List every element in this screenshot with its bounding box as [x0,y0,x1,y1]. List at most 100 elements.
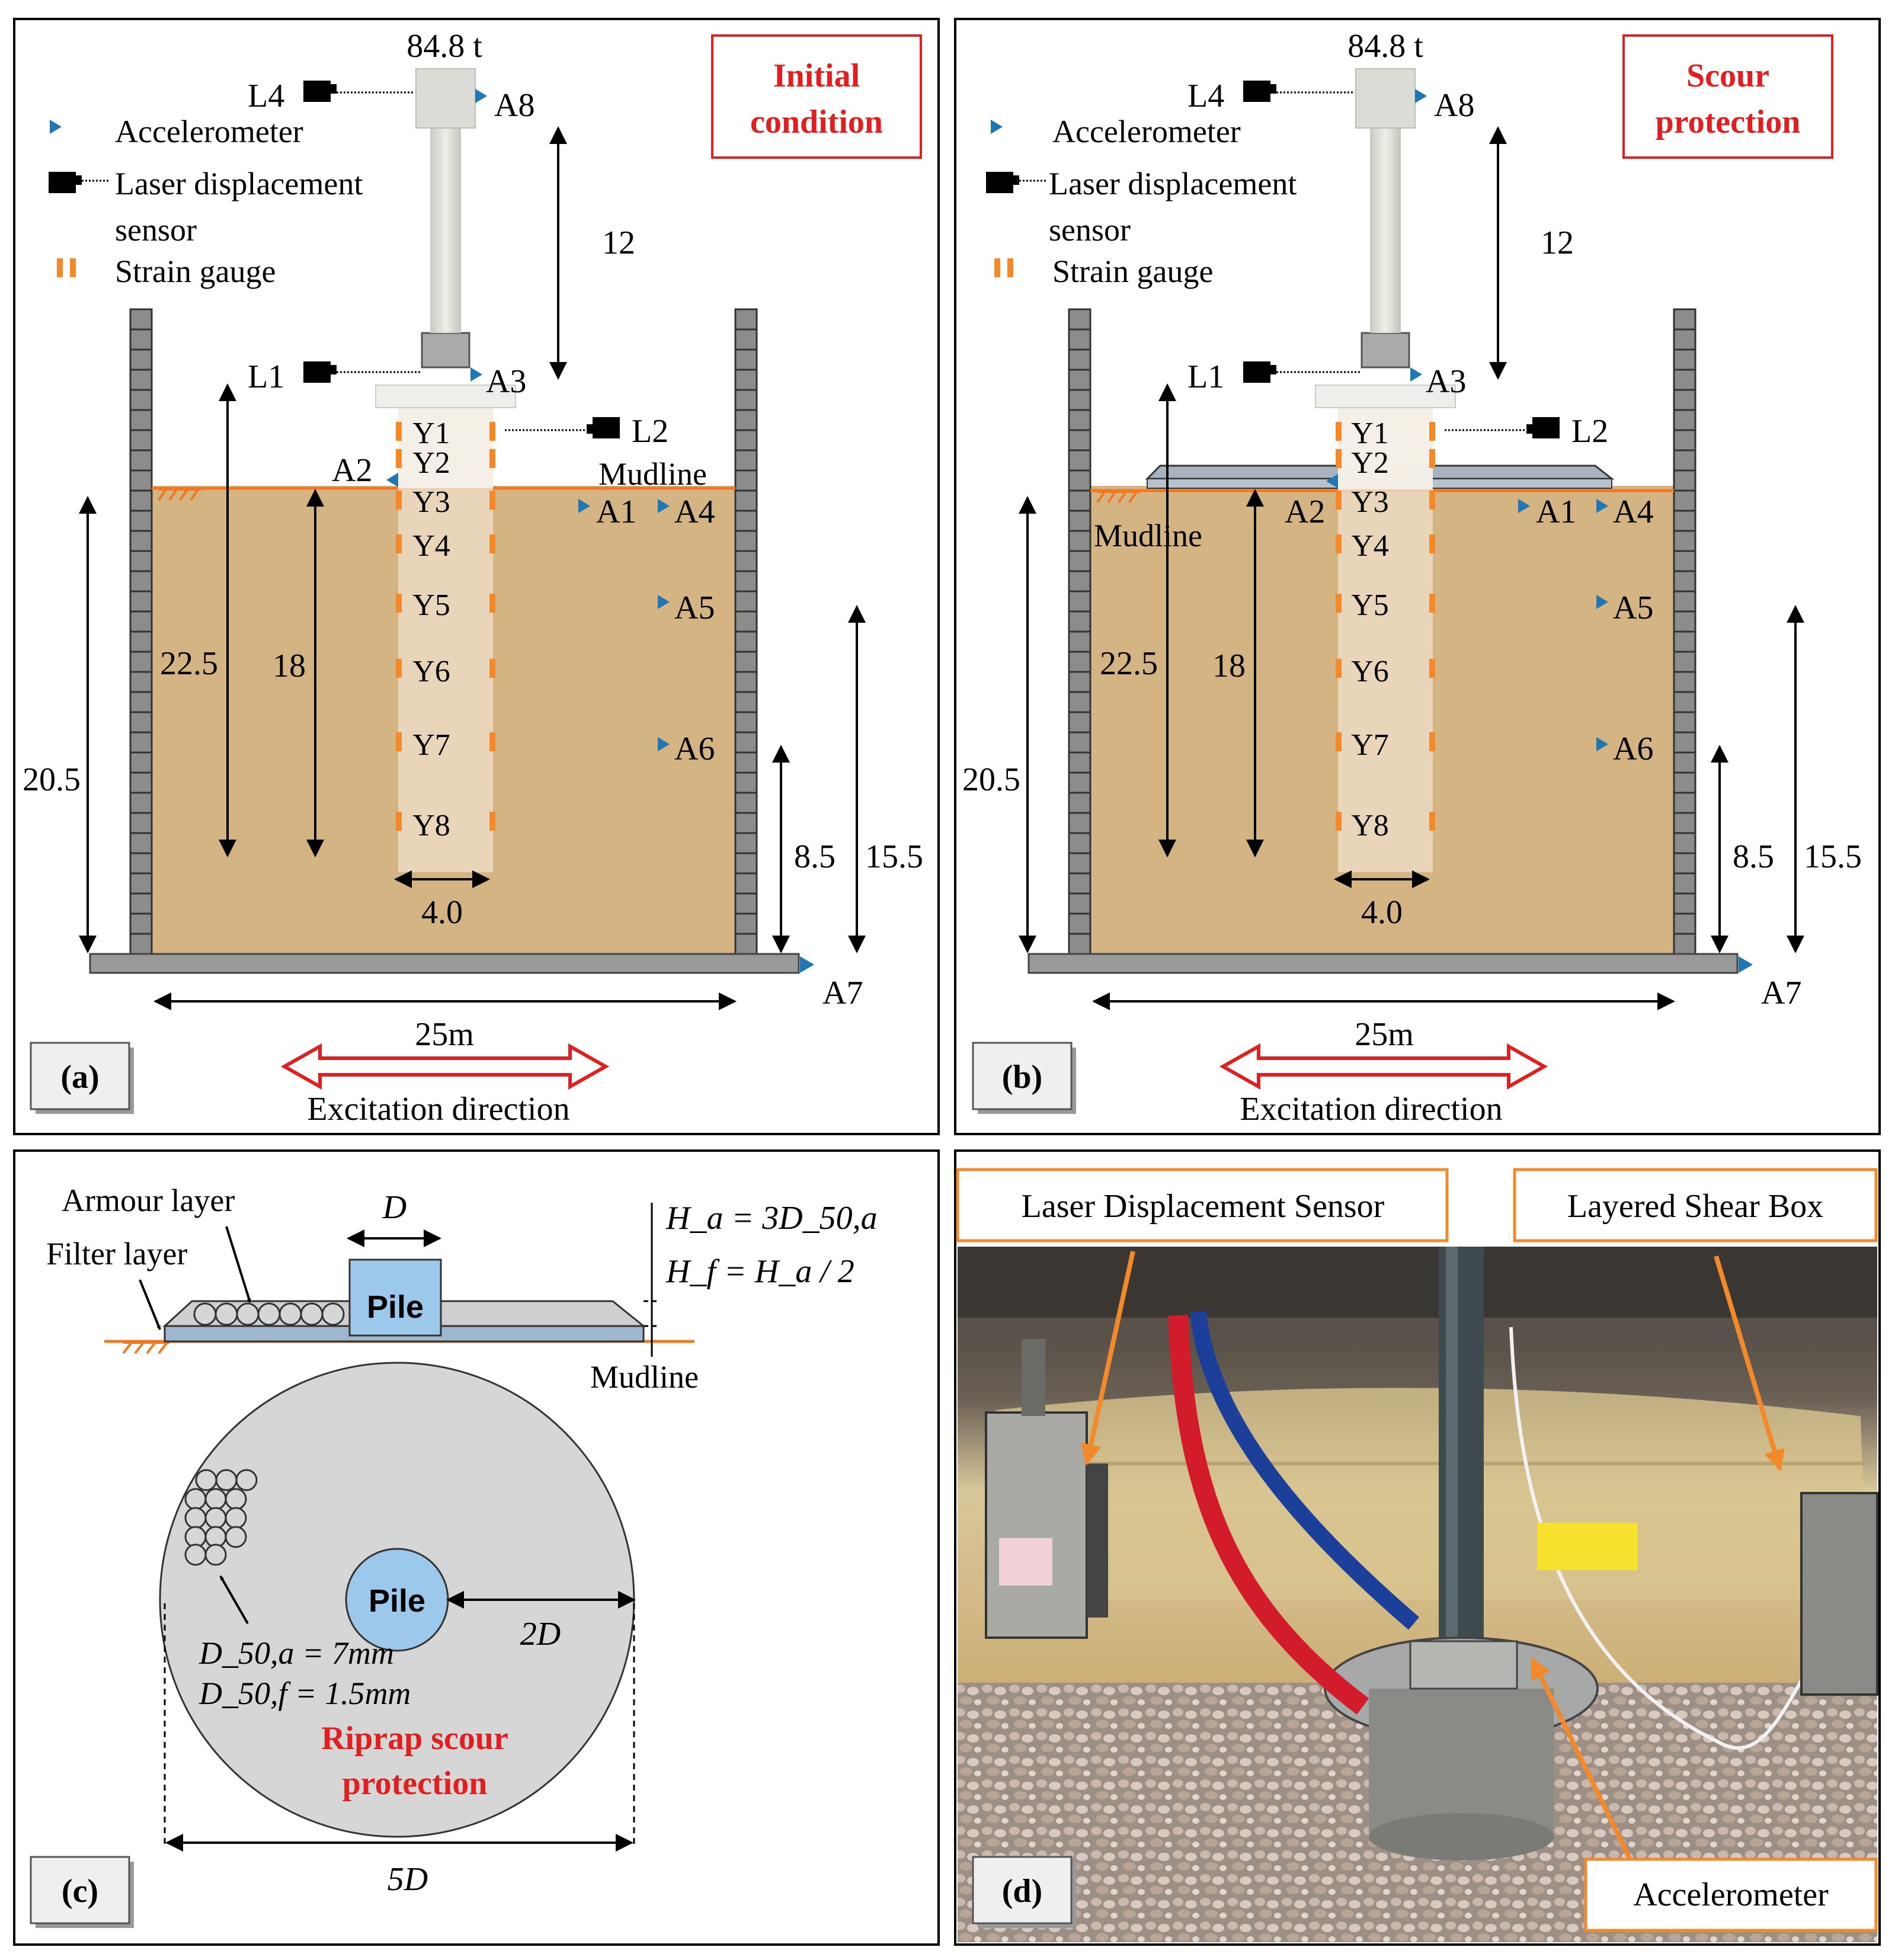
sensor-label-a7: A7 [1761,975,1801,1011]
legend-strain-gauge: Strain gauge [1052,254,1213,289]
accelerometer-legend-icon [991,120,1003,134]
sensor-label-l4: L4 [1187,78,1224,114]
riprap-stone [235,1469,258,1491]
armour-stone [215,1302,238,1326]
excitation-label: Excitation direction [1240,1091,1502,1128]
riprap-stone [184,1488,207,1510]
mass-label: 84.8 t [406,28,482,65]
strain-gauge-mark [1429,812,1435,831]
panel-d-label: (d) [1002,1873,1042,1910]
riprap-stones [184,1469,258,1566]
legend-accelerometer: Accelerometer [115,114,303,149]
laser-callout-arrow [1080,1251,1135,1466]
gauge-label-y4: Y4 [1351,529,1389,563]
mast [1370,124,1401,333]
gauge-label-y8: Y8 [1351,809,1389,843]
strain-gauge-mark [489,534,495,553]
strain-gauge-mark [396,594,402,613]
strain-gauge-mark [1429,732,1435,751]
legend-laser-line2: sensor [115,212,197,248]
legend-laser-line2: sensor [1049,212,1131,248]
riprap-title-line2: protection [342,1765,488,1802]
sensor-label-a4: A4 [1613,494,1653,530]
shear-box-callout-arrow [1714,1255,1785,1472]
accelerometer-a5-icon [658,595,670,609]
armour-layer-label: Armour layer [62,1183,235,1218]
panel-b: Scour protection 84.8 t Accelerometer La… [954,18,1881,1135]
laser-callout-label: Laser Displacement Sensor [1022,1188,1385,1225]
armour-stone [257,1302,281,1326]
strain-gauge-mark [1336,594,1342,613]
gauge-label-y5: Y5 [1351,588,1389,622]
dim-label-width: 25m [415,1016,474,1053]
shear-box-callout-label: Layered Shear Box [1567,1188,1823,1225]
laser-sensor-l4-icon [1243,81,1355,102]
legend-accelerometer: Accelerometer [1052,114,1241,149]
dim-label-pile-dia: 4.0 [421,894,463,931]
laser-sensor-l1-icon [303,361,421,383]
condition-title-line1: Initial [773,57,860,94]
pile-head-connector [1361,332,1410,369]
mudline-label: Mudline [1094,518,1202,553]
accelerometer-a4-icon [1596,499,1608,513]
dim-label-18: 18 [273,648,306,684]
strain-gauge-mark [1429,659,1435,678]
legend-laser-line1: Laser displacement [1049,166,1297,201]
sensor-label-a2: A2 [1285,494,1325,530]
riprap-stone [225,1488,247,1510]
strain-gauge-mark [1336,449,1342,468]
strain-gauge-mark [489,812,495,831]
sensor-label-a3: A3 [1426,363,1466,400]
dim-label-22-5: 22.5 [160,645,218,682]
sensor-label-a8: A8 [494,87,534,124]
accelerometer-a6-icon [658,737,670,751]
strain-gauge-mark [1429,534,1435,553]
strain-gauge-mark [396,534,402,553]
laser-sensor-l2-icon [1445,417,1560,438]
mass-label: 84.8 t [1347,28,1423,65]
riprap-stone [204,1543,227,1566]
sensor-label-l1: L1 [1187,358,1224,395]
height-dims [644,1203,659,1357]
armour-stones [193,1302,345,1326]
riprap-stone [225,1507,247,1529]
mudline-label: Mudline [590,1359,699,1395]
wall-segment-lines [1674,328,1695,935]
riprap-stone [184,1507,207,1529]
dim-label-8-5: 8.5 [1733,838,1774,875]
pile-head-connector [421,332,470,369]
top-mass-block [1355,68,1416,129]
condition-box [711,34,922,159]
sensor-label-a7: A7 [822,975,863,1011]
accelerometer-a2-icon [1326,474,1338,488]
condition-box [1622,34,1833,159]
sensor-label-a2: A2 [332,452,372,489]
strain-gauge-mark [1429,449,1435,468]
sensor-label-a1: A1 [596,494,636,530]
excitation-label: Excitation direction [307,1091,569,1128]
dim-label-pile-dia: 4.0 [1361,894,1403,931]
sensor-label-l4: L4 [248,78,284,114]
excitation-arrow [280,1043,610,1090]
condition-title-line2: protection [1656,104,1801,140]
panel-c-label: (c) [62,1873,98,1910]
strain-gauge-mark [1429,491,1435,510]
dim-label-15-5: 15.5 [1804,838,1862,875]
d50a-label: D_50,a = 7mm [199,1635,394,1671]
panel-b-label: (b) [1002,1059,1042,1096]
accelerometer-a1-icon [1518,499,1530,513]
plan-extent-dashes [164,1603,635,1849]
laser-sensor-l1-icon [1243,361,1361,383]
laser-sensor-l2-icon [505,417,620,438]
strain-gauge-mark [396,812,402,831]
hf-formula: H_f = H_a / 2 [665,1253,854,1290]
panel-c: Pile D Armour layer Filter layer H_a = 3… [13,1149,940,1946]
gauge-label-y3: Y3 [1351,485,1389,519]
dim-label-12: 12 [602,225,635,261]
dim-label-20-5: 20.5 [962,761,1020,798]
accelerometer-a8-icon [475,89,487,103]
strain-gauge-mark [489,594,495,613]
gauge-labels: Y1 Y2 Y3 Y4 Y5 Y6 Y7 Y8 [412,417,450,843]
accelerometer-a8-icon [1415,89,1427,103]
strain-gauge-mark [489,491,495,510]
